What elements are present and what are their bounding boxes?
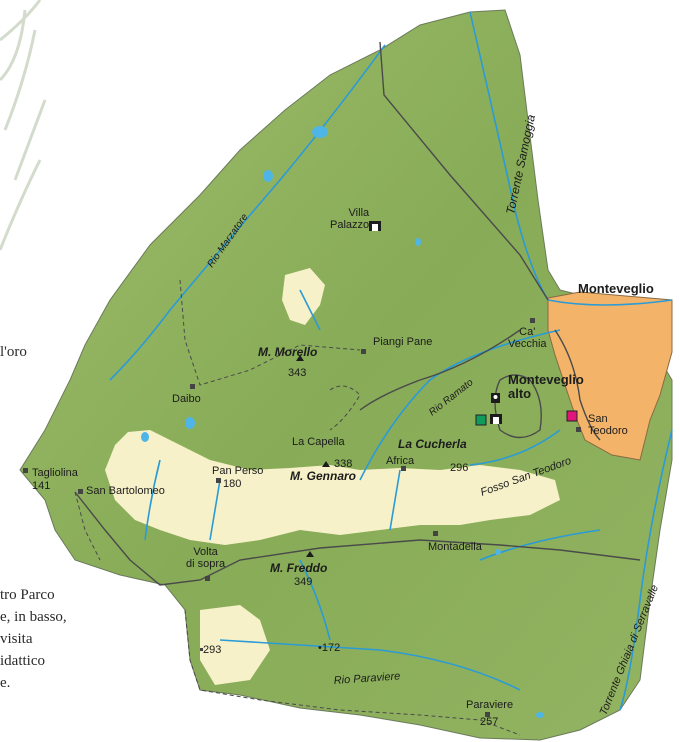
label-san-teodoro: San Teodoro <box>588 413 628 437</box>
label-san-bartolomeo: San Bartolomeo <box>86 485 165 497</box>
label-peak-morello-elevation: 343 <box>288 367 307 379</box>
label-la-capella: La Capella <box>292 436 345 448</box>
sidebar-text-4: visita <box>0 631 33 647</box>
label-villa-palazzo: Villa Palazzo <box>330 207 370 231</box>
sidebar-text-2: tro Parco <box>0 587 55 603</box>
label-peak-morello: M. Morello <box>258 345 318 359</box>
castle-icon <box>369 221 502 424</box>
label-spot-172: •172 <box>318 642 341 654</box>
label-peak-gennaro: M. Gennaro <box>290 469 357 483</box>
museum-icon <box>475 414 487 426</box>
info-icon <box>566 410 578 422</box>
label-tagliolina: Tagliolina <box>32 467 78 479</box>
ponds <box>141 126 544 718</box>
label-paraviere-elevation: 257 <box>480 716 499 728</box>
rivers <box>109 11 673 711</box>
label-pan-perso-elevation: 180 <box>223 478 242 490</box>
label-piangi-pane: Piangi Pane <box>373 336 433 348</box>
roads <box>74 41 641 586</box>
label-monteveglio-alto: Monteveglio alto <box>508 372 584 401</box>
sidebar-text-6: e. <box>0 675 11 691</box>
label-tagliolina-elevation: 141 <box>32 480 51 492</box>
ridge-area <box>105 430 560 545</box>
town-area <box>547 291 673 461</box>
sidebar-text-1: l'oro <box>0 344 27 360</box>
peak-triangles <box>296 355 330 557</box>
river-label-paraviere: Rio Paraviere <box>333 670 400 687</box>
label-pan-perso: Pan Perso <box>212 465 264 477</box>
tracks <box>74 279 521 736</box>
label-volta-di-sopra: Volta di sopra <box>186 546 226 570</box>
label-peak-freddo: M. Freddo <box>270 561 328 575</box>
label-monteveglio: Monteveglio <box>578 281 654 296</box>
label-peak-cucherla-elevation: 296 <box>450 462 469 474</box>
label-peak-freddo-elevation: 349 <box>294 576 313 588</box>
label-spot-293: 293 <box>203 644 222 656</box>
ridge-area-south <box>200 605 270 685</box>
church-icon <box>491 393 500 403</box>
label-montadella: Montadella <box>428 541 482 553</box>
place-markers <box>23 318 581 717</box>
label-peak-cucherla: La Cucherla <box>398 437 467 451</box>
grass-decoration <box>0 0 47 251</box>
label-peak-gennaro-elevation: 338 <box>334 458 353 470</box>
label-paraviere: Paraviere <box>466 699 514 711</box>
sidebar-text-5: idattico <box>0 653 45 669</box>
label-ca-vecchia: Ca' Vecchia <box>508 326 547 350</box>
label-daibo: Daibo <box>172 393 201 405</box>
sidebar-text-3: e, in basso, <box>0 609 67 625</box>
label-africa: Africa <box>386 455 415 467</box>
